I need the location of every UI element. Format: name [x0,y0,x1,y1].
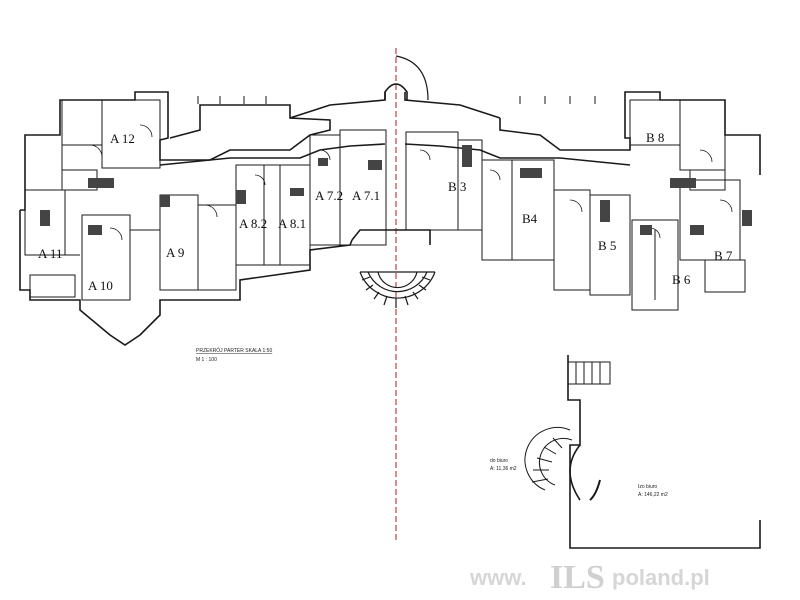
unit-label-a10: A 10 [88,278,113,293]
unit-label-a11: A 11 [38,246,62,261]
floor-caption-title: PRZEKRÓJ PARTER SKALA 1:50 [196,347,272,354]
room-right-name: Izo biuro [638,484,657,490]
balcony-marks [197,96,596,104]
spiral-stair [359,271,436,308]
watermark: www. ILS poland.pl [469,559,710,596]
watermark-prefix: www. [469,565,527,590]
annex-outline [567,355,761,549]
partition-walls [24,99,746,311]
unit-label-a82: A 8.2 [239,216,267,231]
unit-label-a81: A 8.1 [278,216,306,231]
unit-label-a12: A 12 [110,131,135,146]
unit-label-b3: B 3 [448,179,466,194]
unit-label-a71: A 7.1 [352,188,380,203]
door-arc [395,55,429,101]
room-right-area: A: 146,22 m2 [638,492,668,498]
unit-label-b4: B4 [522,211,538,226]
watermark-suffix: poland.pl [612,565,710,590]
room-left-name: do biuro [490,458,508,464]
unit-label-b8: B 8 [646,130,664,145]
room-left-area: A: 11,36 m2 [490,466,517,472]
floor-caption-scale: M 1 : 100 [196,357,217,363]
unit-label-b7: B 7 [714,248,733,263]
watermark-brand: ILS [550,559,605,596]
building-outline [19,83,761,346]
unit-label-b5: B 5 [598,238,616,253]
door-swings [89,124,733,241]
annex-stair [524,361,611,501]
unit-label-b6: B 6 [672,272,691,287]
stair-blocks [40,145,752,235]
unit-label-a9: A 9 [166,245,184,260]
unit-label-a72: A 7.2 [315,188,343,203]
